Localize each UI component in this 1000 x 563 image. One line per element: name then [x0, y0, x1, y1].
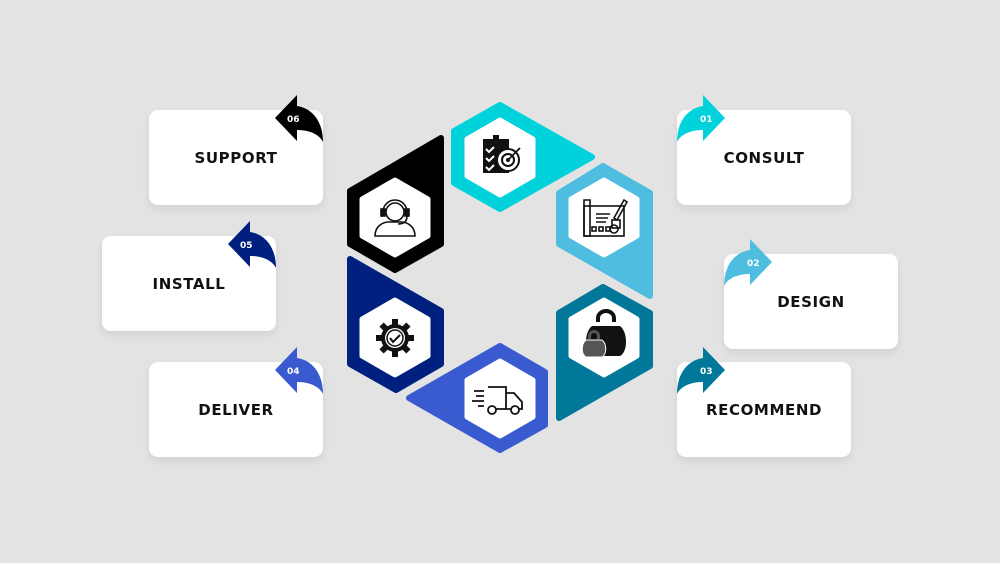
step-arrow-06: 06 [275, 95, 323, 142]
step-arrow-03: 03 [677, 347, 725, 394]
kettlebell-icon [581, 309, 626, 358]
headset-agent-icon [374, 199, 416, 237]
delivery-truck-icon [472, 386, 523, 415]
clipboard-target-icon [483, 135, 521, 173]
step-number: 05 [240, 241, 253, 251]
step-arrow-05: 05 [228, 221, 276, 268]
step-label: CONSULT [723, 148, 805, 167]
step-number: 06 [287, 115, 300, 125]
step-card-install: INSTALL [102, 236, 276, 331]
step-card-recommend: RECOMMEND [677, 362, 851, 457]
step-label: SUPPORT [194, 148, 278, 167]
step-number: 01 [700, 115, 713, 125]
step-label: DESIGN [777, 292, 845, 311]
gear-check-icon [376, 319, 414, 357]
step-number: 02 [747, 259, 760, 269]
step-arrow-04: 04 [275, 347, 323, 394]
step-number: 03 [700, 367, 713, 377]
step-label: RECOMMEND [705, 400, 823, 419]
step-arrow-01: 01 [677, 95, 725, 142]
step-arrow-02: 02 [724, 239, 772, 286]
blueprint-pencil-icon [583, 198, 629, 237]
step-label: INSTALL [152, 274, 226, 293]
step-number: 04 [287, 367, 300, 377]
step-label: DELIVER [198, 400, 274, 419]
